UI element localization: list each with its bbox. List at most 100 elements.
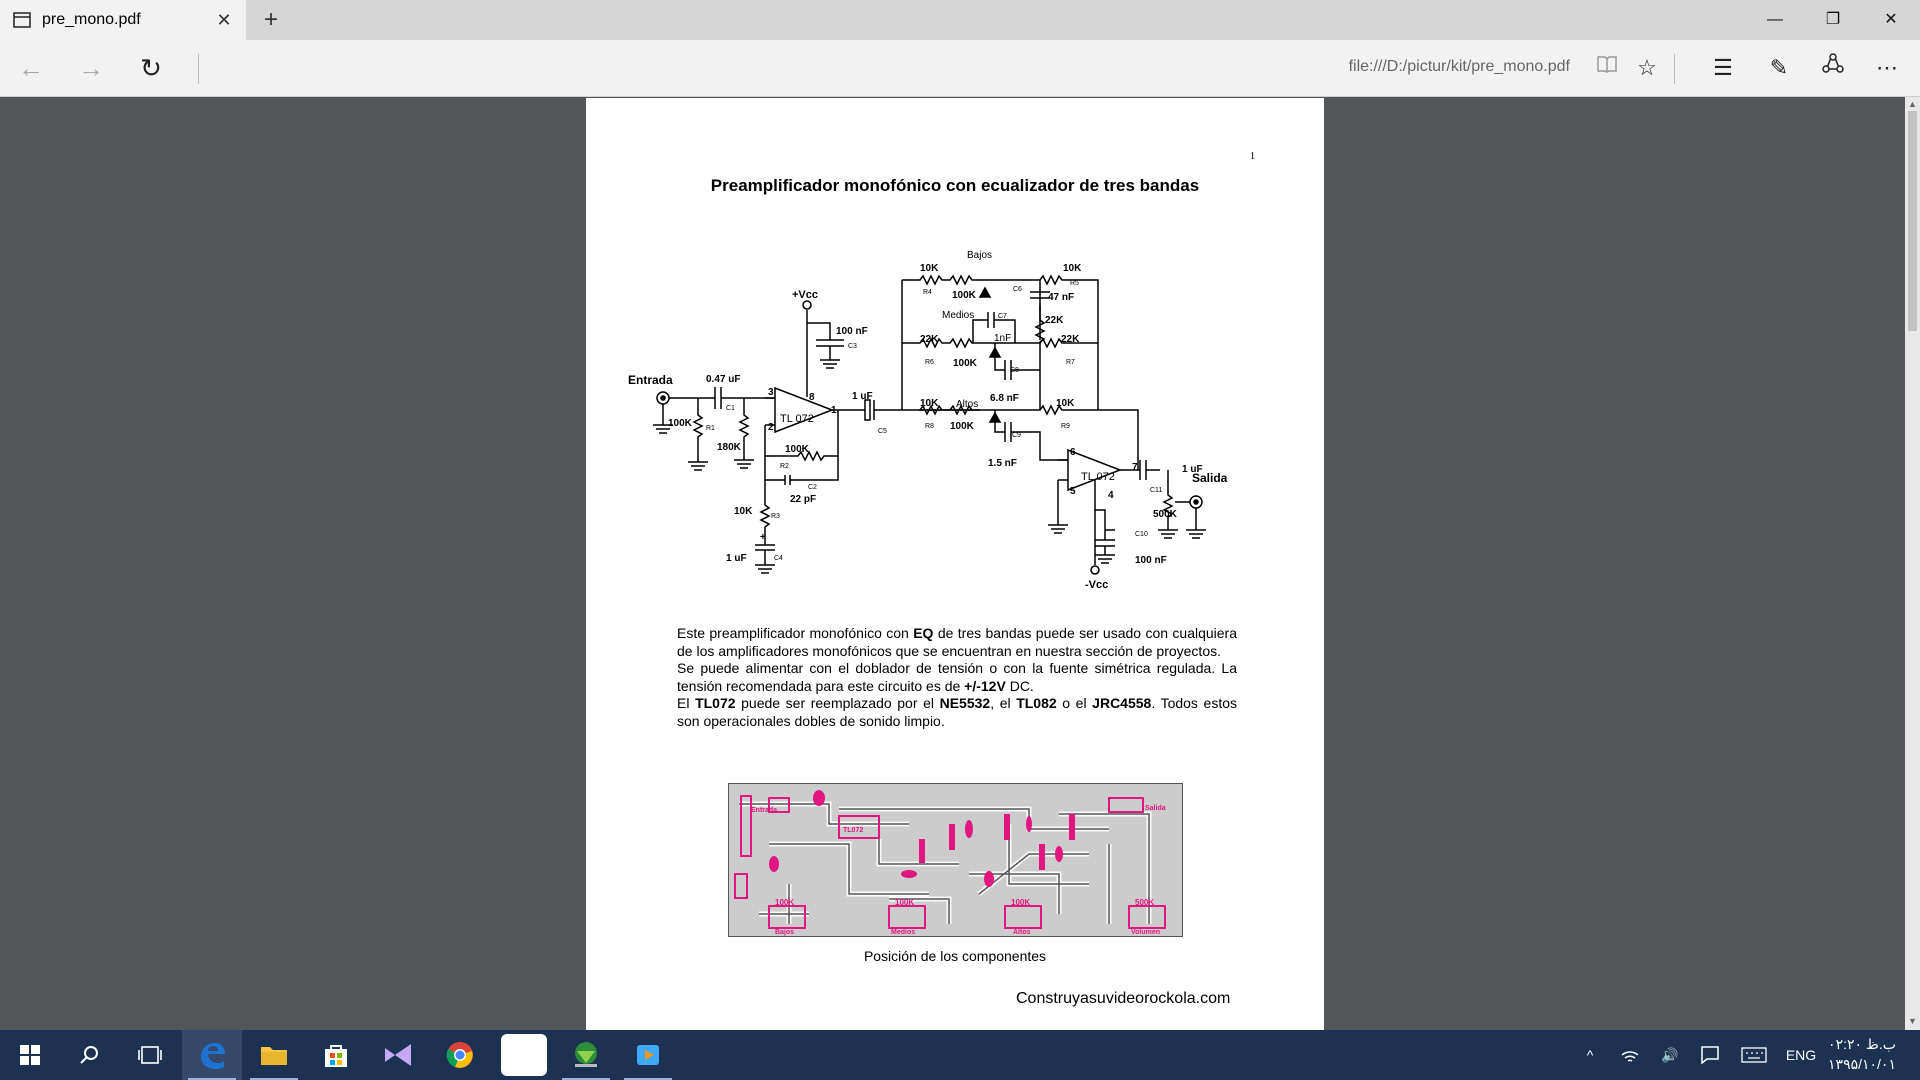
- schematic-label: R3: [771, 513, 780, 520]
- schematic-label: 22K: [1045, 315, 1064, 326]
- address-bar[interactable]: file:///D:/pictur/kit/pre_mono.pdf: [1348, 58, 1570, 75]
- volume-icon[interactable]: 🔊: [1661, 1046, 1679, 1063]
- language-indicator[interactable]: ENG: [1785, 1047, 1817, 1063]
- schematic-label: Medios: [942, 310, 974, 321]
- pcb-drawing: 100K 100K 100K 500K Bajos Medios Altos V…: [734, 790, 1166, 936]
- back-arrow-icon[interactable]: ←: [18, 53, 44, 83]
- circuit-schematic: Entrada Salida +Vcc -Vcc TL 072 TL 072 B…: [628, 250, 1228, 591]
- tab-pre-mono[interactable]: pre_mono.pdf ✕: [0, 0, 246, 40]
- wifi-icon[interactable]: [1610, 1030, 1650, 1080]
- schematic-label: 100K: [668, 418, 693, 429]
- schematic-label: R4: [923, 289, 932, 296]
- vertical-scrollbar[interactable]: ▲ ▼: [1905, 97, 1920, 1030]
- start-button[interactable]: [0, 1030, 60, 1080]
- schematic-label: Entrada: [628, 373, 673, 387]
- active-indicator: [188, 1078, 236, 1080]
- pcb-label: Bajos: [775, 929, 794, 936]
- pcb-label: Altos: [1013, 929, 1031, 936]
- active-indicator: [250, 1078, 298, 1080]
- taskbar-store[interactable]: [306, 1030, 366, 1080]
- system-clock[interactable]: ۰۲:۲۰ ب.ظ ۱۳۹۵/۱۰/۰۱: [1812, 1034, 1912, 1074]
- taskbar-chrome[interactable]: [430, 1030, 490, 1080]
- schematic-label: 22K: [1061, 334, 1080, 345]
- scroll-thumb[interactable]: [1908, 111, 1917, 331]
- taskbar-edge[interactable]: [182, 1030, 242, 1080]
- pcb-label: Volumen: [1131, 929, 1160, 936]
- active-indicator: [624, 1078, 672, 1080]
- schematic-label: R1: [706, 425, 715, 432]
- web-note-icon[interactable]: ✎: [1769, 55, 1789, 80]
- pcb-label: TL072: [843, 827, 863, 834]
- schematic-label: 6.8 nF: [990, 393, 1019, 404]
- schematic-label: 1: [831, 405, 837, 416]
- reading-view-icon[interactable]: [1590, 52, 1624, 84]
- show-hidden-icons-icon[interactable]: ^: [1586, 1047, 1594, 1063]
- keyboard-icon[interactable]: [1732, 1030, 1776, 1080]
- schematic-label: C11: [1150, 487, 1162, 494]
- schematic-label: R5: [1070, 280, 1079, 287]
- schematic-label: C2: [808, 484, 817, 491]
- pcb-label: 100K: [895, 898, 914, 907]
- favorite-star-icon[interactable]: ☆: [1637, 55, 1657, 80]
- document-title: Preamplificador monofónico con ecualizad…: [710, 176, 1200, 195]
- schematic-label: 2: [768, 422, 774, 433]
- paragraph: Este preamplificador monofónico con EQ d…: [677, 625, 1238, 659]
- more-options-icon[interactable]: ⋯: [1876, 55, 1898, 80]
- schematic-label: 100K: [785, 444, 810, 455]
- minimize-button[interactable]: —: [1767, 11, 1783, 28]
- schematic-label: C1: [726, 405, 735, 412]
- new-tab-button[interactable]: +: [263, 6, 278, 33]
- schematic-label: 1 uF: [726, 553, 747, 564]
- search-button[interactable]: [60, 1030, 120, 1080]
- schematic-label: 8: [809, 392, 815, 403]
- restore-button[interactable]: ❐: [1825, 11, 1841, 28]
- notifications-icon[interactable]: [1690, 1030, 1730, 1080]
- schematic-label: C7: [998, 313, 1007, 320]
- media-player-icon: [637, 1045, 659, 1065]
- pcb-label: Entrada: [751, 807, 777, 814]
- taskbar-file-explorer[interactable]: [244, 1030, 304, 1080]
- search-icon: [80, 1046, 98, 1064]
- schematic-label: TL 072: [1081, 471, 1115, 483]
- schematic-label: +Vcc: [792, 289, 818, 301]
- schematic-label: 100K: [953, 358, 978, 369]
- pcb-label: Medios: [891, 929, 915, 936]
- forward-arrow-icon[interactable]: →: [78, 53, 104, 83]
- pcb-label: 500K: [1135, 898, 1154, 907]
- website-footer: Construyasuvideorockola.com: [1016, 990, 1231, 1007]
- scroll-down-icon[interactable]: ▼: [1908, 1016, 1917, 1026]
- scroll-up-icon[interactable]: ▲: [1908, 99, 1917, 109]
- schematic-label: C10: [1135, 531, 1148, 538]
- schematic-label: R8: [925, 423, 934, 430]
- schematic-label: 5: [1070, 486, 1076, 497]
- schematic-label: +: [760, 532, 766, 543]
- schematic-label: 7: [1132, 462, 1138, 473]
- task-view-button[interactable]: [120, 1030, 180, 1080]
- page-icon: [13, 12, 31, 28]
- close-tab-icon[interactable]: ✕: [216, 10, 232, 30]
- schematic-label: 1.5 nF: [988, 458, 1017, 469]
- taskbar-visual-studio[interactable]: [368, 1030, 428, 1080]
- schematic-label: 3: [768, 387, 774, 398]
- pcb-label: 100K: [1011, 898, 1030, 907]
- taskbar: ^ 🔊 ENG: [0, 1030, 1920, 1080]
- schematic-label: 10K: [734, 506, 753, 517]
- pcb-label: 100K: [775, 898, 794, 907]
- refresh-icon[interactable]: ↻: [140, 53, 162, 83]
- schematic-label: 10K: [920, 398, 939, 409]
- schematic-label: 6: [1070, 447, 1076, 458]
- schematic-label: C6: [1013, 286, 1022, 293]
- schematic-label: 10K: [920, 263, 939, 274]
- paragraph: El TL072 puede ser reemplazado por el NE…: [677, 695, 1237, 729]
- hub-icon[interactable]: ☰: [1713, 55, 1733, 80]
- close-window-button[interactable]: ✕: [1884, 11, 1898, 28]
- schematic-label: 500K: [1153, 509, 1178, 520]
- taskbar-media-player[interactable]: [618, 1030, 678, 1080]
- taskbar-idm[interactable]: [556, 1030, 616, 1080]
- schematic-label: 10K: [1056, 398, 1075, 409]
- divider: [198, 54, 199, 84]
- pcb-label: Salida: [1145, 805, 1166, 812]
- schematic-label: Altos: [956, 399, 978, 410]
- share-icon[interactable]: [1816, 52, 1850, 84]
- taskbar-app-white[interactable]: [494, 1030, 554, 1080]
